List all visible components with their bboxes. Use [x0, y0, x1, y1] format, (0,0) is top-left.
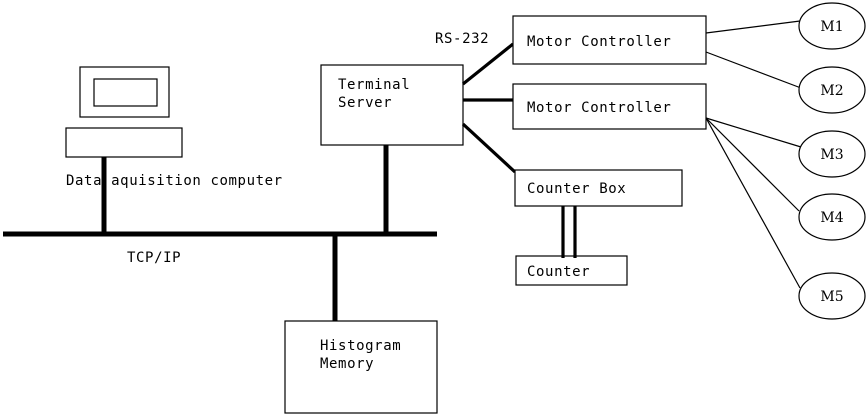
- motor-2-label: M2: [820, 83, 843, 99]
- terminal-server-box: [320, 64, 464, 146]
- motor-2-ellipse: [798, 66, 866, 114]
- motor-5-label: M5: [820, 289, 843, 305]
- link-mc2-to-motor-3: [705, 117, 802, 148]
- motor-4-label: M4: [820, 210, 843, 226]
- counter-box-box: [514, 169, 683, 207]
- motor-3-label: M3: [820, 147, 843, 163]
- monitor-screen: [93, 78, 158, 107]
- histogram-memory-label-line1: Histogram: [320, 338, 401, 354]
- motor-controller-1-label: Motor Controller: [527, 34, 671, 50]
- link-mc2-to-motor-4: [705, 117, 800, 212]
- counter-box-label: Counter Box: [527, 181, 626, 197]
- motor-controller-1-box: [512, 15, 707, 65]
- histogram-memory-box: [284, 320, 438, 414]
- motor-1-ellipse: [798, 2, 866, 50]
- link-mc1-to-motor-1: [705, 20, 801, 34]
- link-mc1-to-motor-2: [705, 51, 802, 89]
- link-terminal-to-motor-controller-1: [462, 42, 514, 86]
- computer-base: [65, 127, 183, 158]
- motor-controller-2-label: Motor Controller: [527, 100, 671, 116]
- motor-5-ellipse: [798, 272, 866, 320]
- rs232-label: RS-232: [435, 31, 489, 47]
- computer-caption: Data aquisition computer: [66, 173, 283, 189]
- terminal-server-label-line2: Server: [338, 95, 392, 111]
- motor-controller-2-box: [512, 83, 707, 130]
- link-terminal-to-counter-box: [461, 122, 517, 174]
- link-mc2-to-motor-5: [705, 117, 801, 289]
- motor-1-label: M1: [820, 19, 843, 35]
- motor-3-ellipse: [798, 130, 866, 178]
- tcpip-label: TCP/IP: [127, 250, 181, 266]
- histogram-memory-label-line2: Memory: [320, 356, 374, 372]
- counter-label: Counter: [527, 264, 590, 280]
- counter-box: [515, 255, 628, 286]
- motor-4-ellipse: [798, 193, 866, 241]
- terminal-server-label-line1: Terminal: [338, 77, 410, 93]
